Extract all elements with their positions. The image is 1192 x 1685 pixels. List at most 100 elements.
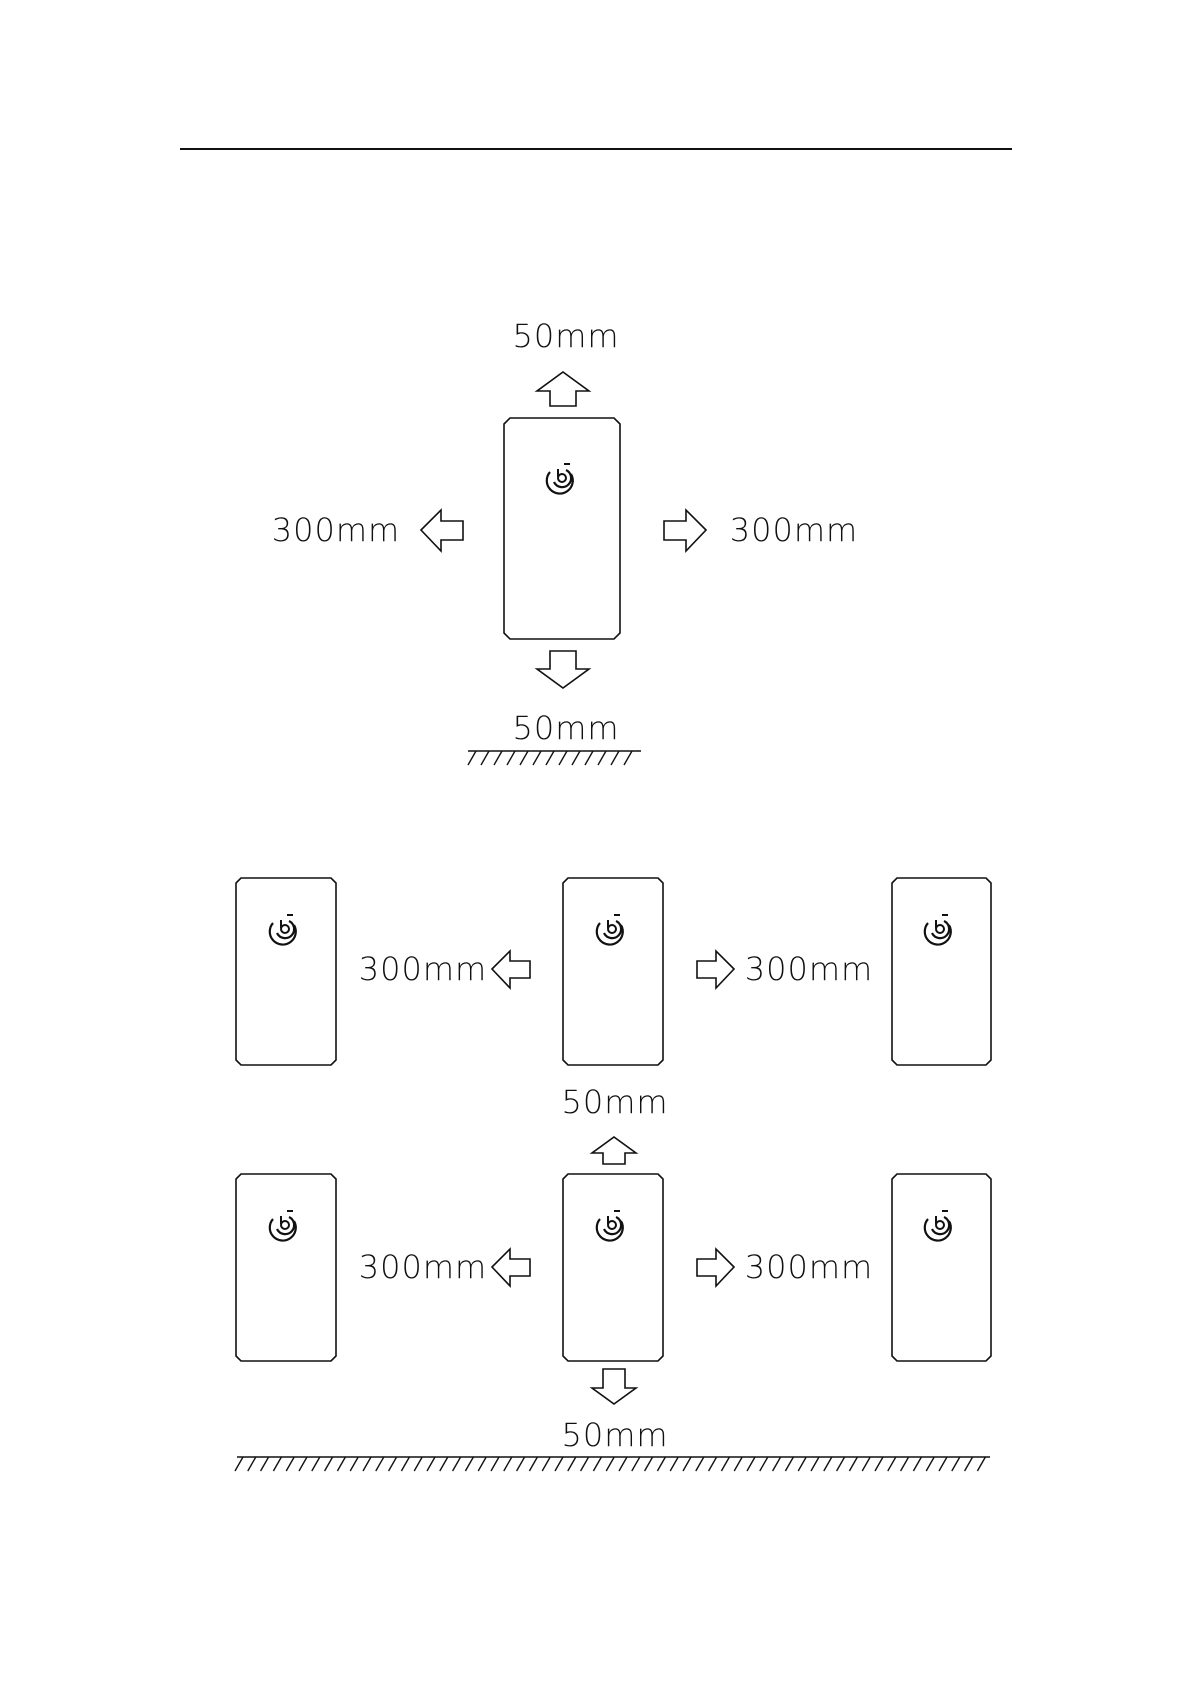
row1-center-unit-body	[563, 878, 663, 1065]
ground-hatch-mark	[606, 1457, 614, 1471]
ground-hatch-mark	[977, 1457, 985, 1471]
ground-hatch-mark	[427, 1457, 435, 1471]
single-left-clearance-label: 300mm	[272, 511, 400, 549]
row2-center-unit-body	[563, 1174, 663, 1361]
ground-hatch-mark	[683, 1457, 691, 1471]
ground-hatch-mark	[696, 1457, 704, 1471]
row1-left-clearance-label: 300mm	[359, 950, 487, 988]
ground-hatch-mark	[517, 1457, 525, 1471]
ground-hatch-mark	[491, 1457, 499, 1471]
ground-hatch-mark	[721, 1457, 729, 1471]
ground-hatch-mark	[670, 1457, 678, 1471]
ground-hatch-mark	[350, 1457, 358, 1471]
ground-hatch-mark	[504, 1457, 512, 1471]
ground-hatch-mark	[811, 1457, 819, 1471]
ground-hatch-mark	[248, 1457, 256, 1471]
row2-down-arrow	[592, 1369, 636, 1404]
ground-hatch-mark	[559, 751, 567, 765]
ground-hatch-mark	[478, 1457, 486, 1471]
ground-hatch-mark	[862, 1457, 870, 1471]
ground-hatch-mark	[619, 1457, 627, 1471]
single-ground-line	[468, 751, 641, 765]
ground-hatch-mark	[312, 1457, 320, 1471]
ground-hatch-mark	[533, 751, 541, 765]
ground-hatch-mark	[376, 1457, 384, 1471]
ground-hatch-mark	[837, 1457, 845, 1471]
ground-hatch-mark	[798, 1457, 806, 1471]
row2-left-arrow	[492, 1249, 530, 1286]
ground-hatch-mark	[286, 1457, 294, 1471]
single-up-arrow	[537, 372, 589, 406]
ground-hatch-mark	[913, 1457, 921, 1471]
ground-hatch-mark	[593, 1457, 601, 1471]
ground-hatch-mark	[901, 1457, 909, 1471]
ground-hatch-mark	[440, 1457, 448, 1471]
ground-hatch-mark	[389, 1457, 397, 1471]
single-right-clearance-label: 300mm	[730, 511, 858, 549]
ground-hatch-mark	[785, 1457, 793, 1471]
single-right-arrow	[664, 510, 706, 551]
ground-hatch-mark	[546, 751, 554, 765]
ground-hatch-mark	[401, 1457, 409, 1471]
row1-right-clearance-label: 300mm	[745, 950, 873, 988]
ground-hatch-mark	[542, 1457, 550, 1471]
ground-hatch-mark	[926, 1457, 934, 1471]
ground-hatch-mark	[325, 1457, 333, 1471]
ground-hatch-mark	[657, 1457, 665, 1471]
ground-hatch-mark	[734, 1457, 742, 1471]
ground-hatch-mark	[849, 1457, 857, 1471]
ground-hatch-mark	[888, 1457, 896, 1471]
ground-hatch-mark	[952, 1457, 960, 1471]
ground-hatch-mark	[824, 1457, 832, 1471]
row1-right-arrow	[697, 951, 734, 988]
row2-bottom-clearance-label: 50mm	[561, 1416, 668, 1454]
multi-unit-group: 300mm 300mm 50mm 300mm 300mm	[235, 878, 991, 1471]
ground-hatch-mark	[414, 1457, 422, 1471]
ground-hatch-mark	[273, 1457, 281, 1471]
ground-hatch-mark	[568, 1457, 576, 1471]
ground-hatch-mark	[363, 1457, 371, 1471]
row1-right-unit-body	[892, 878, 991, 1065]
single-down-arrow	[537, 651, 589, 688]
ground-hatch-mark	[581, 1457, 589, 1471]
row2-right-arrow	[697, 1249, 734, 1286]
row2-left-clearance-label: 300mm	[359, 1248, 487, 1286]
ground-hatch-mark	[481, 751, 489, 765]
multi-ground-line	[235, 1457, 990, 1471]
single-top-clearance-label: 50mm	[512, 317, 619, 355]
ground-hatch-mark	[520, 751, 528, 765]
ground-hatch-mark	[773, 1457, 781, 1471]
ground-hatch-mark	[337, 1457, 345, 1471]
ground-hatch-mark	[585, 751, 593, 765]
ground-hatch-mark	[875, 1457, 883, 1471]
ground-hatch-mark	[299, 1457, 307, 1471]
ground-hatch-mark	[611, 751, 619, 765]
single-unit-body	[504, 418, 620, 639]
row2-up-arrow	[592, 1137, 636, 1164]
single-bottom-clearance-label: 50mm	[512, 709, 619, 747]
ground-hatch-mark	[468, 751, 476, 765]
ground-hatch-mark	[709, 1457, 717, 1471]
multi-row-2: 300mm 300mm	[236, 1174, 991, 1361]
row2-left-unit-body	[236, 1174, 336, 1361]
ground-hatch-mark	[572, 751, 580, 765]
ground-hatch-mark	[235, 1457, 243, 1471]
ground-hatch-mark	[555, 1457, 563, 1471]
row1-left-unit-body	[236, 878, 336, 1065]
ground-hatch-mark	[494, 751, 502, 765]
row2-right-unit-body	[892, 1174, 991, 1361]
single-left-arrow	[421, 510, 463, 551]
ground-hatch-mark	[529, 1457, 537, 1471]
ground-hatch-mark	[598, 751, 606, 765]
ground-hatch-mark	[453, 1457, 461, 1471]
ground-hatch-mark	[965, 1457, 973, 1471]
multi-row-1: 300mm 300mm	[236, 878, 991, 1065]
ground-hatch-mark	[624, 751, 632, 765]
row2-right-clearance-label: 300mm	[745, 1248, 873, 1286]
row2-top-clearance-label: 50mm	[561, 1083, 668, 1121]
single-unit-group: 50mm 300mm 300mm 50mm	[272, 317, 858, 765]
ground-hatch-mark	[939, 1457, 947, 1471]
ground-hatch-mark	[645, 1457, 653, 1471]
ground-hatch-mark	[747, 1457, 755, 1471]
